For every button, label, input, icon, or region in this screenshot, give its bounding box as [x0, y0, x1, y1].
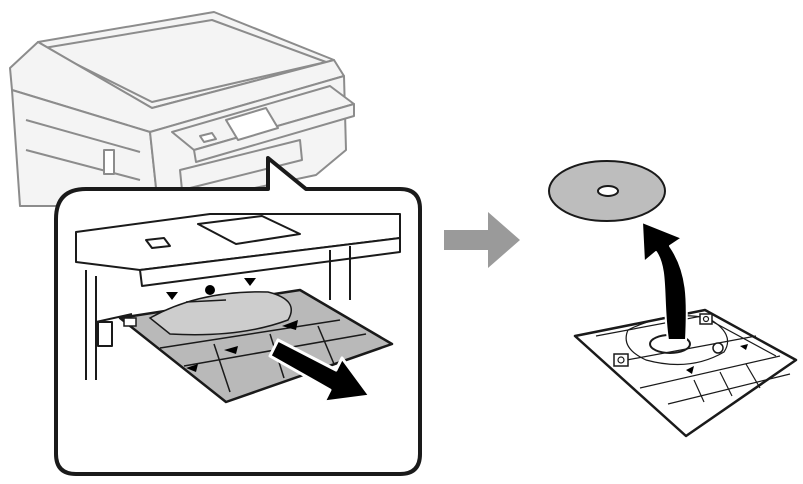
right-arrow-icon — [444, 212, 520, 268]
panel-screen-icon — [225, 107, 279, 141]
guide-mark-right-icon — [244, 278, 256, 286]
pull-out-arrow-icon — [268, 338, 372, 404]
tray-disc-recess — [148, 291, 292, 336]
cd-tray-pulled-out — [118, 288, 394, 404]
cd-tray-icon — [573, 308, 798, 438]
zoomed-screen-icon — [197, 215, 301, 245]
zoomed-printer-detail — [75, 213, 401, 380]
curved-lift-arrow-icon — [641, 221, 688, 341]
printer-illustration — [9, 11, 355, 207]
tray-arrow-mark-icon — [282, 320, 298, 330]
cd-disc-icon — [548, 160, 666, 222]
disc-hub — [597, 185, 619, 197]
guide-mark-left-icon — [166, 292, 178, 300]
panel-button-icon — [199, 132, 217, 143]
zoomed-button-icon — [145, 237, 171, 249]
disc-symbol-icon — [205, 285, 215, 295]
